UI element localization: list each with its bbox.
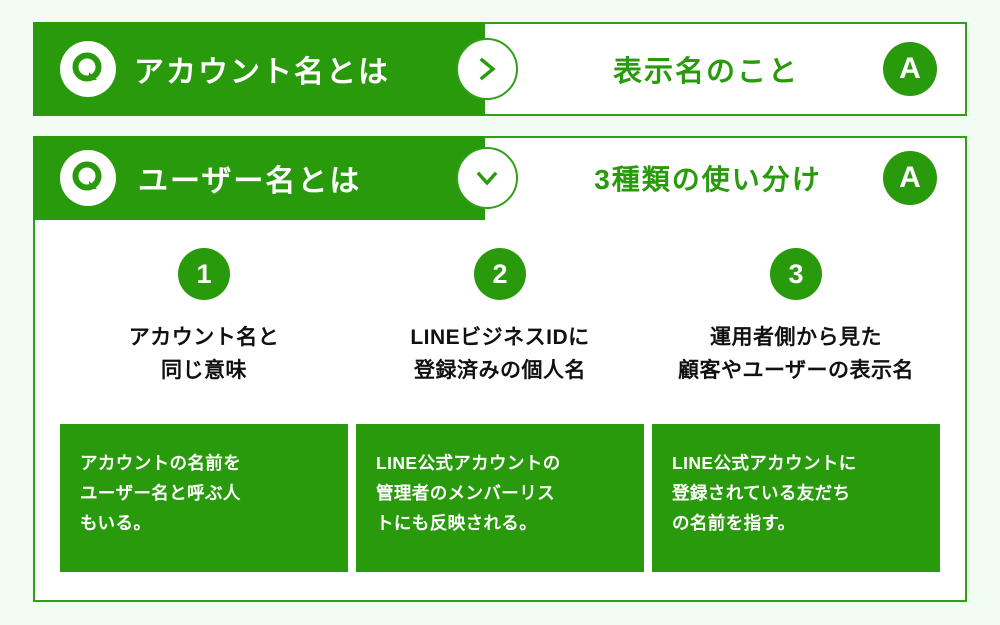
question-q-icon: [60, 150, 116, 206]
detail-note-box: アカウントの名前を ユーザー名と呼ぶ人 もいる。: [60, 424, 348, 572]
answer-text: 3種類の使い分け: [594, 164, 822, 195]
answer-a-badge: A: [883, 42, 937, 96]
faq-row-account-name[interactable]: アカウント名とは 表示名のこと A: [33, 22, 967, 116]
answer-area: 3種類の使い分け A: [487, 138, 965, 218]
question-text: ユーザー名とは: [138, 165, 362, 198]
detail-column-2: 2 LINEビジネスIDに 登録済みの個人名 LINE公式アカウントの 管理者の…: [356, 222, 644, 600]
step-number-badge: 2: [474, 248, 526, 300]
detail-column-1: 1 アカウント名と 同じ意味 アカウントの名前を ユーザー名と呼ぶ人 もいる。: [60, 222, 348, 600]
detail-title: LINEビジネスIDに 登録済みの個人名: [410, 326, 590, 382]
detail-title: 運用者側から見た 顧客やユーザーの表示名: [677, 326, 915, 382]
answer-a-badge: A: [883, 151, 937, 205]
detail-title: アカウント名と 同じ意味: [128, 326, 280, 382]
step-number-badge: 3: [770, 248, 822, 300]
answer-detail-columns: 1 アカウント名と 同じ意味 アカウントの名前を ユーザー名と呼ぶ人 もいる。 …: [35, 222, 965, 600]
question-q-icon: [60, 41, 116, 97]
step-number-badge: 1: [178, 248, 230, 300]
question-text: アカウント名とは: [134, 56, 390, 89]
question-block[interactable]: アカウント名とは: [33, 22, 485, 116]
detail-column-3: 3 運用者側から見た 顧客やユーザーの表示名 LINE公式アカウントに 登録され…: [652, 222, 940, 600]
detail-note-box: LINE公式アカウントの 管理者のメンバーリス トにも反映される。: [356, 424, 644, 572]
detail-note-box: LINE公式アカウントに 登録されている友だち の名前を指す。: [652, 424, 940, 572]
chevron-down-icon[interactable]: [456, 147, 518, 209]
question-block[interactable]: ユーザー名とは: [33, 136, 485, 220]
answer-text: 表示名のこと: [612, 56, 799, 88]
faq-row-user-name[interactable]: ユーザー名とは 3種類の使い分け A 1 アカウント名と 同じ意味 アカウントの…: [33, 136, 967, 602]
answer-area: 表示名のこと A: [487, 24, 965, 114]
chevron-right-icon[interactable]: [456, 38, 518, 100]
